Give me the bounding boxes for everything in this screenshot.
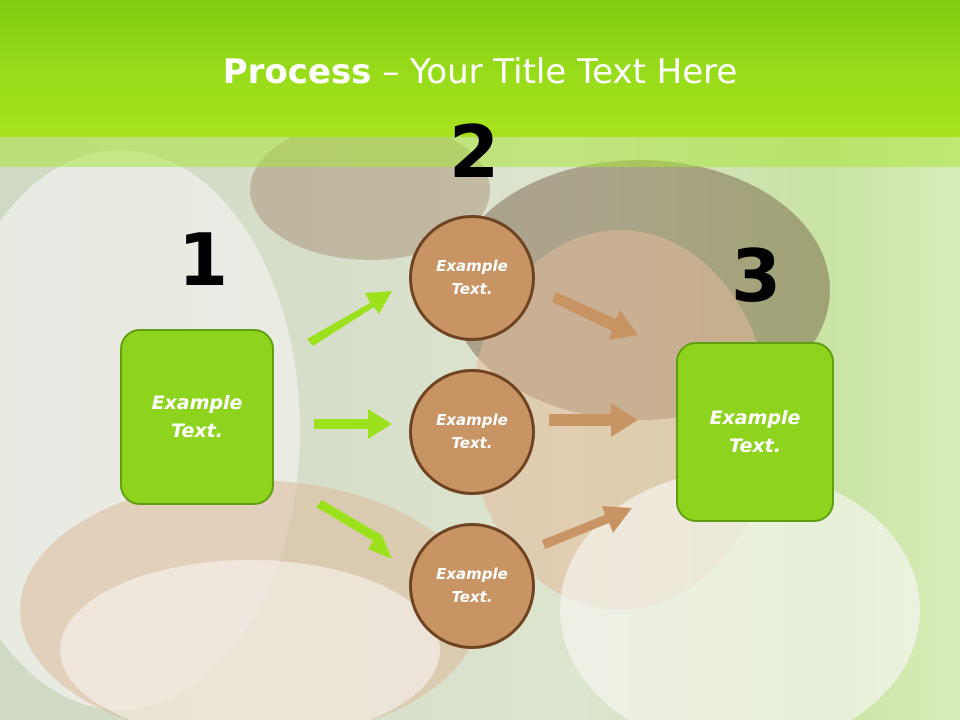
circle-middle-label: Example Text. bbox=[436, 410, 508, 452]
brown-arrow-up bbox=[542, 506, 632, 549]
step-number-3: 3 bbox=[731, 234, 782, 318]
slide-title: Process – Your Title Text Here bbox=[0, 52, 960, 92]
green-arrow-up bbox=[307, 291, 392, 346]
right-box: Example Text. bbox=[676, 342, 834, 522]
left-box-label: Example Text. bbox=[151, 391, 243, 443]
brown-arrow-down bbox=[552, 292, 638, 340]
right-box-label: Example Text. bbox=[709, 406, 801, 458]
title-rest: – Your Title Text Here bbox=[371, 52, 738, 92]
step-number-1: 1 bbox=[178, 218, 229, 302]
circle-top: Example Text. bbox=[409, 215, 535, 341]
left-box: Example Text. bbox=[120, 329, 274, 505]
title-band bbox=[0, 0, 960, 137]
circle-bottom-label: Example Text. bbox=[436, 564, 508, 606]
brown-arrow-middle bbox=[549, 403, 638, 437]
title-bold: Process bbox=[222, 52, 372, 92]
title-strip bbox=[0, 137, 960, 167]
circle-top-label: Example Text. bbox=[436, 256, 508, 298]
step-number-2: 2 bbox=[449, 110, 500, 194]
circle-bottom: Example Text. bbox=[409, 523, 535, 649]
circle-middle: Example Text. bbox=[409, 369, 535, 495]
green-arrow-middle bbox=[314, 409, 392, 439]
green-arrow-down bbox=[316, 500, 392, 559]
